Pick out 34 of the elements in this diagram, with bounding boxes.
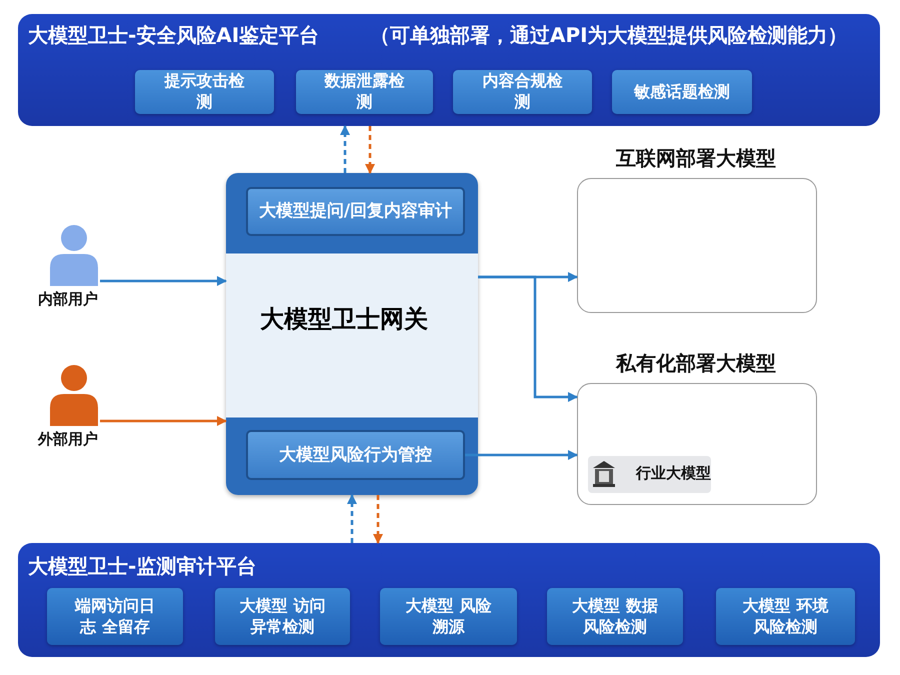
platform-panel bbox=[18, 14, 880, 126]
panel-heading: 私有化部署大模型 bbox=[616, 350, 776, 377]
panel-title: 大模型卫士-安全风险AI鉴定平台 bbox=[28, 22, 320, 49]
arrow bbox=[347, 494, 357, 543]
person-icon bbox=[48, 224, 100, 286]
module-box: 端网访问日志 全留存 bbox=[47, 588, 183, 645]
detection-box: 内容合规检测 bbox=[453, 70, 592, 114]
gateway-panel bbox=[226, 173, 478, 495]
person-label: 内部用户 bbox=[38, 290, 98, 309]
arrow bbox=[478, 276, 578, 402]
panel-heading: 互联网部署大模型 bbox=[616, 145, 776, 172]
panel-note: （可单独部署，通过API为大模型提供风险检测能力） bbox=[370, 22, 848, 49]
gateway-title: 大模型卫士网关 bbox=[260, 304, 428, 335]
module-box: 大模型 访问异常检测 bbox=[215, 588, 350, 645]
module-box: 大模型 风险溯源 bbox=[380, 588, 517, 645]
arrow bbox=[365, 126, 375, 174]
detection-box: 敏感话题检测 bbox=[612, 70, 752, 114]
module-box: 大模型 数据风险检测 bbox=[547, 588, 683, 645]
arrow bbox=[465, 450, 578, 460]
arrow bbox=[373, 495, 383, 544]
panel-title: 大模型卫士-监测审计平台 bbox=[28, 553, 256, 580]
model-tile bbox=[588, 456, 711, 493]
function-box: 大模型风险行为管控 bbox=[246, 430, 465, 480]
arrow bbox=[340, 125, 350, 173]
arrow bbox=[100, 416, 227, 426]
person-label: 外部用户 bbox=[38, 430, 98, 449]
arrow bbox=[100, 276, 227, 286]
platform-panel bbox=[18, 543, 880, 657]
detection-box: 数据泄露检测 bbox=[296, 70, 433, 114]
module-box: 大模型 环境风险检测 bbox=[716, 588, 855, 645]
detection-box: 提示攻击检测 bbox=[135, 70, 274, 114]
person-icon bbox=[48, 364, 100, 426]
function-box: 大模型提问/回复内容审计 bbox=[246, 187, 465, 236]
model-name: 行业大模型 bbox=[636, 464, 711, 483]
